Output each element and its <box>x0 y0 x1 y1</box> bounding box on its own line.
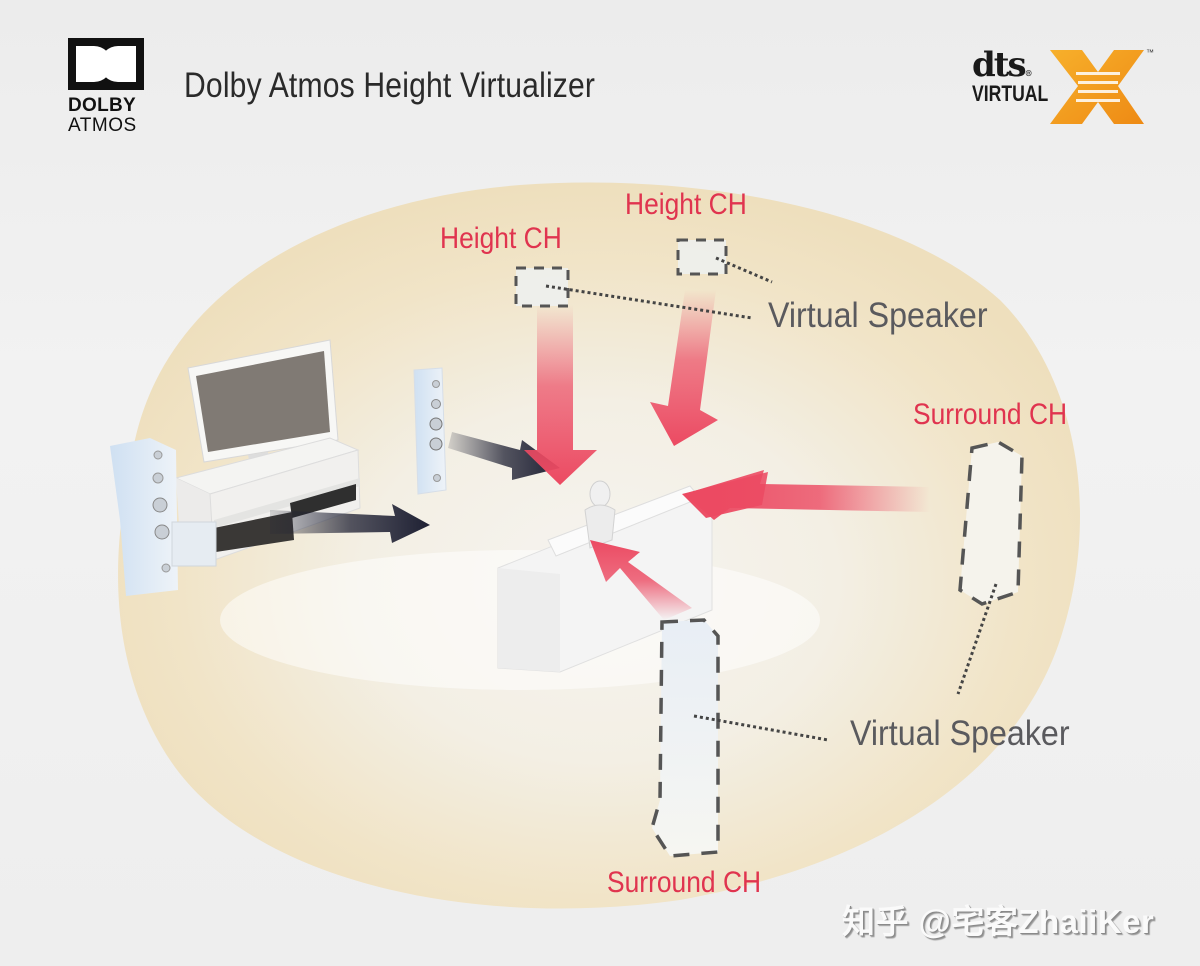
virtual-speaker-label-height: Virtual Speaker <box>768 296 988 335</box>
height-right-arrow <box>650 290 718 446</box>
virtual-speaker-label-surround: Virtual Speaker <box>850 714 1070 753</box>
av-receiver <box>290 484 356 518</box>
dts-virtual-text: VIRTUAL <box>972 81 1049 106</box>
front-right-arrow <box>448 432 560 480</box>
atmos-wordmark: ATMOS <box>68 115 137 136</box>
listener <box>584 480 616 549</box>
height-left-arrow <box>524 305 597 485</box>
height-ch-label-right: Height CH <box>625 188 747 221</box>
height-ch-label-left: Height CH <box>440 222 562 255</box>
sofa <box>497 480 713 673</box>
dolby-double-d-icon <box>68 38 144 90</box>
surround-ch-label-right: Surround CH <box>913 398 1068 431</box>
dts-wordmark: dts® <box>972 45 1033 85</box>
surround-right-arrow-body <box>684 470 930 520</box>
front-right-speaker <box>413 367 447 495</box>
front-left-speaker <box>110 438 178 596</box>
virtual-surround-speaker-bottom <box>650 618 720 858</box>
dts-x-mark-icon <box>1050 50 1144 124</box>
dolby-atmos-logo: DOLBY ATMOS <box>68 38 146 136</box>
dolby-wordmark: DOLBY <box>68 95 136 116</box>
center-subwoofer <box>171 521 217 567</box>
watermark: 知乎 @宅客ZhaiiKer <box>842 903 1155 940</box>
page-title: Dolby Atmos Height Virtualizer <box>184 66 596 105</box>
virtual-surround-speaker-right <box>958 440 1024 606</box>
surround-bottom-arrow <box>590 540 692 620</box>
leader-lines <box>545 256 998 742</box>
dts-virtual-x-logo: dts® VIRTUAL ™ <box>972 48 1162 128</box>
television <box>187 339 339 464</box>
virtual-height-speaker-right <box>676 238 728 276</box>
trademark-symbol: ™ <box>1146 48 1154 57</box>
front-left-arrow <box>270 504 430 543</box>
surround-ch-label-bottom: Surround CH <box>607 866 762 899</box>
